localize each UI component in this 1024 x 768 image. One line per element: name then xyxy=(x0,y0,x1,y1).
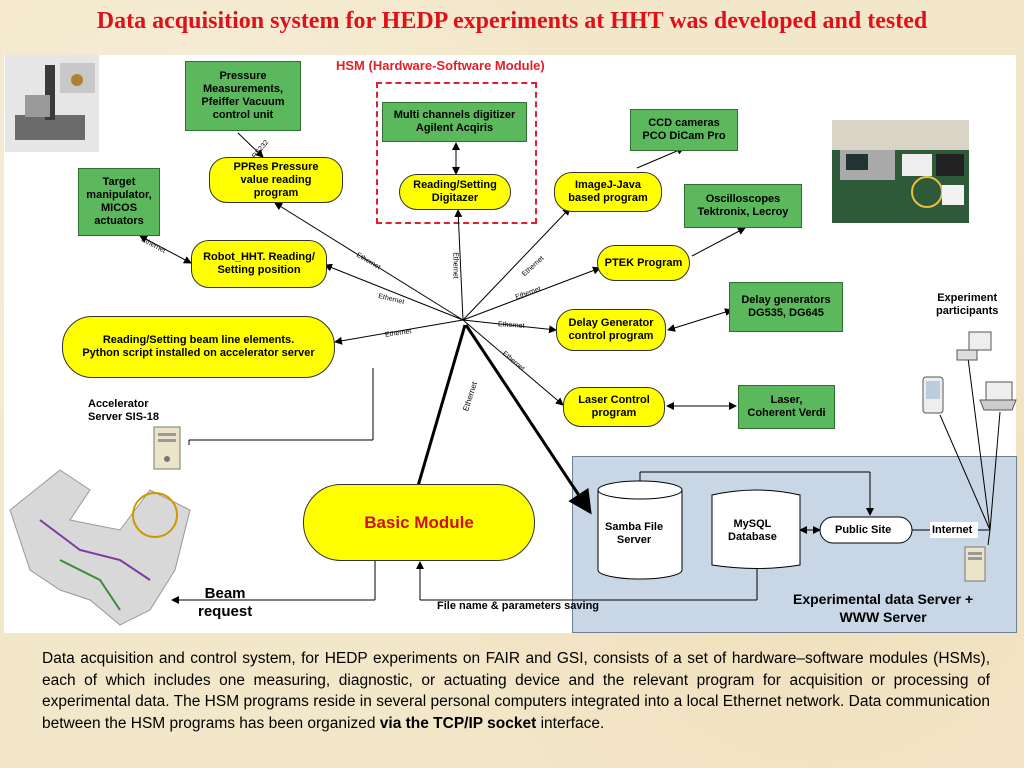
server-icon xyxy=(150,425,188,473)
internet-label: Internet xyxy=(932,524,972,537)
laptop-icon xyxy=(978,378,1018,414)
description-text: Data acquisition and control system, for… xyxy=(42,648,990,734)
robot-photo xyxy=(5,55,99,152)
samba-label: Samba File Server xyxy=(605,521,663,547)
computer-icon xyxy=(955,330,995,365)
server-icon xyxy=(962,545,988,583)
accelerator-map xyxy=(0,460,200,630)
lab-photo xyxy=(832,120,969,223)
public-site-label: Public Site xyxy=(835,524,891,537)
mysql-label: MySQL Database xyxy=(728,518,777,544)
pda-icon xyxy=(920,375,946,417)
